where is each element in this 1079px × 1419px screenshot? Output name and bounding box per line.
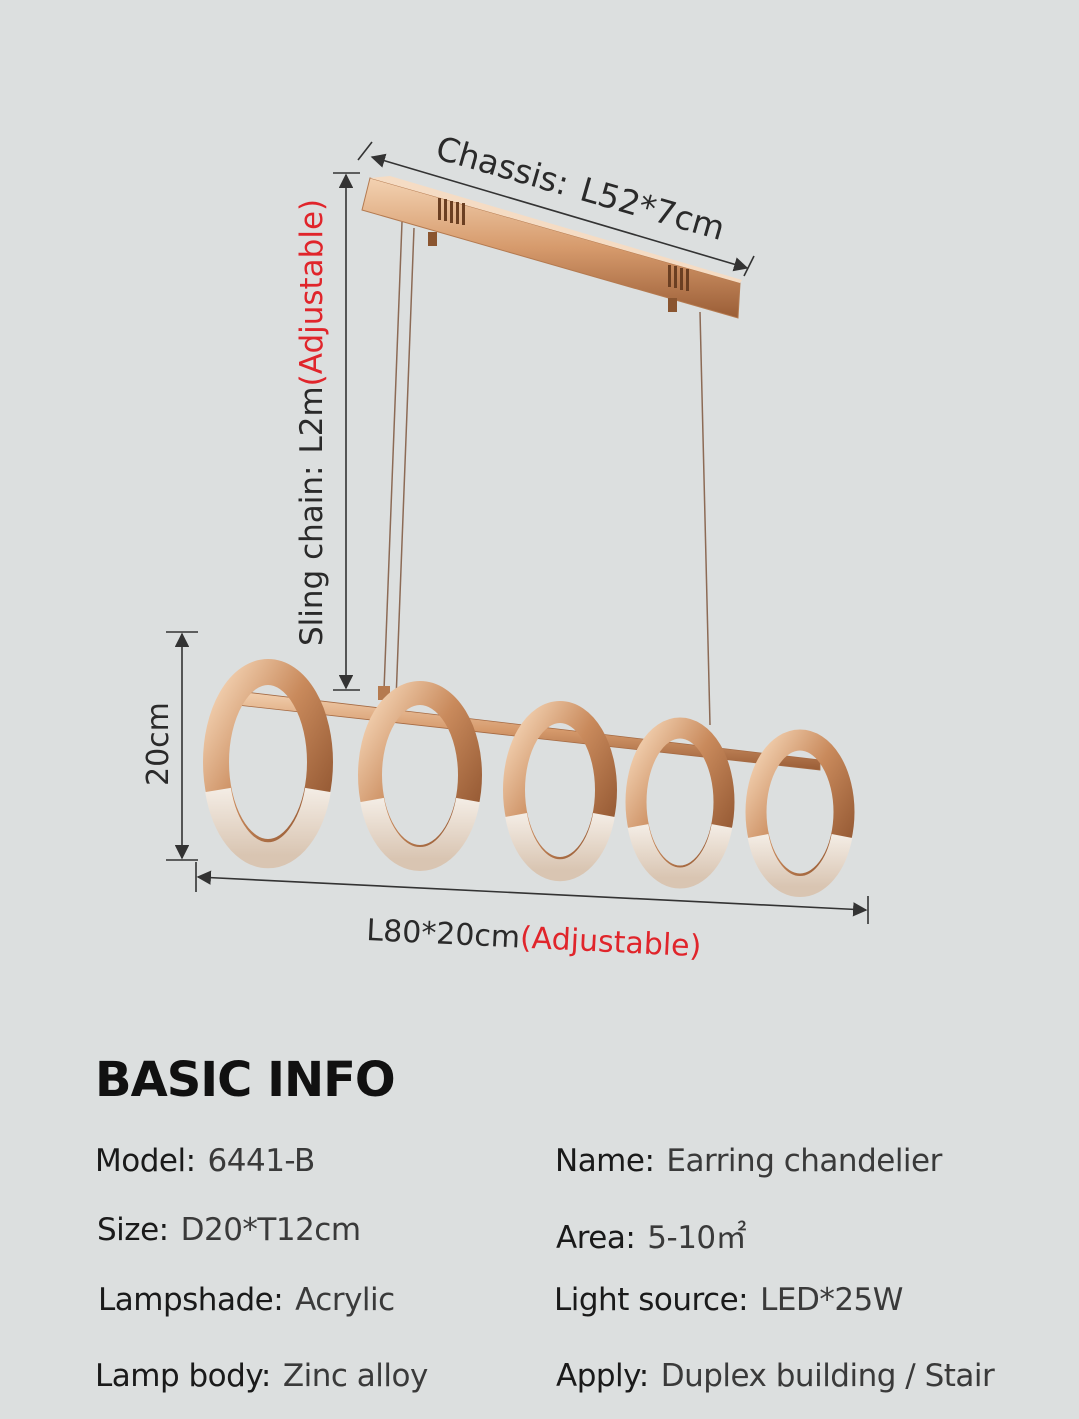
info-value: Acrylic [295,1282,395,1318]
info-key: Lamp body: [95,1358,271,1394]
basic-info-title: BASIC INFO [95,1052,396,1108]
info-name: Name: Earring chandelier [555,1143,942,1179]
info-key: Lampshade: [98,1282,284,1318]
ring-1 [203,659,333,869]
length-dimension: L80*20cm(Adjustable) [366,913,702,964]
info-light-source: Light source: LED*25W [554,1282,903,1318]
info-key: Model: [95,1143,196,1179]
info-key: Area: [556,1220,636,1256]
product-dimension-diagram: Chassis:L52*7cm Sling chain:L2m(Adjustab… [141,128,869,964]
info-key: Apply: [556,1358,649,1394]
dimension-lines [166,141,869,924]
info-area: Area: 5-10㎡ [556,1212,747,1257]
info-value: Earring chandelier [666,1143,942,1179]
sling-wires [383,221,711,726]
info-value: 6441-B [207,1143,316,1179]
height-dimension: 20cm [141,702,176,786]
info-apply: Apply: Duplex building / Stair [556,1358,995,1394]
ring-lights [203,659,855,898]
info-key: Name: [555,1143,655,1179]
info-value: D20*T12cm [180,1212,361,1248]
ring-2 [358,681,482,872]
info-model: Model: 6441-B [95,1143,315,1179]
info-value: 5-10㎡ [647,1220,747,1256]
info-value: Zinc alloy [282,1358,428,1394]
info-value: LED*25W [760,1282,903,1318]
ring-3 [503,701,617,882]
info-lampshade: Lampshade: Acrylic [98,1282,395,1318]
sling-chain-dimension: Sling chain:L2m(Adjustable) [294,199,330,646]
info-value: Duplex building / Stair [660,1358,995,1394]
info-key: Light source: [554,1282,749,1318]
info-lamp-body: Lamp body: Zinc alloy [95,1358,428,1394]
info-key: Size: [97,1212,169,1248]
info-size: Size: D20*T12cm [97,1212,361,1248]
